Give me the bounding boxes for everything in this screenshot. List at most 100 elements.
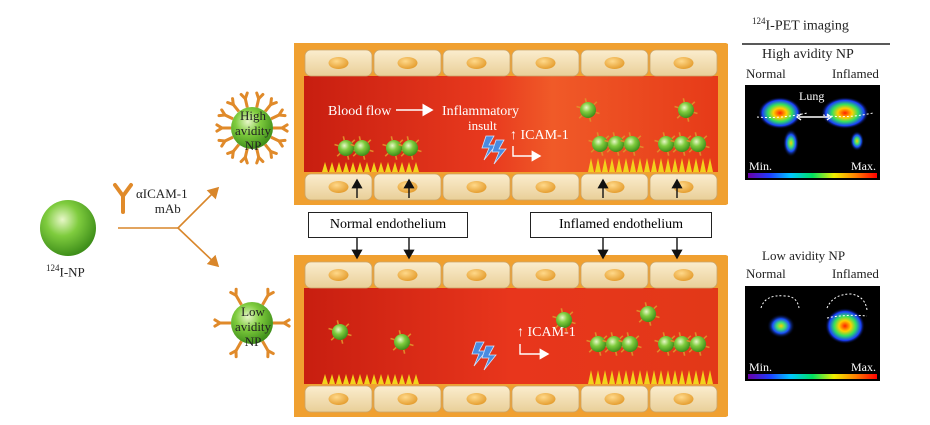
np-antibody xyxy=(618,152,619,156)
pet-high-label: High avidity NP xyxy=(762,47,854,63)
pet-lung-label: Lung xyxy=(799,89,824,104)
bound-nanoparticle xyxy=(674,336,690,352)
pet-image-high: Lung Min. Max. xyxy=(745,85,880,180)
np-antibody xyxy=(632,352,633,356)
np-antibody xyxy=(399,144,403,145)
bound-nanoparticle xyxy=(332,324,348,340)
np-antibody xyxy=(348,156,349,160)
np-antibody xyxy=(706,346,710,347)
np-antibody xyxy=(629,132,630,136)
pet-high-colorbar xyxy=(748,173,877,178)
np-antibody xyxy=(687,340,691,341)
pet-title-text: I-PET imaging xyxy=(766,19,849,34)
bound-nanoparticle xyxy=(608,136,624,152)
antibody-arm xyxy=(228,103,234,105)
np-antibody xyxy=(404,350,405,354)
np-antibody xyxy=(561,308,562,312)
np-antibody xyxy=(668,152,669,156)
np-antibody xyxy=(634,152,635,156)
antibody-arm xyxy=(284,320,289,323)
pet-low-min: Min. xyxy=(749,360,772,375)
np-antibody xyxy=(637,310,641,311)
bound-nanoparticle xyxy=(606,336,622,352)
pet-high-normal: Normal xyxy=(746,66,786,82)
antibody-arm xyxy=(282,125,287,128)
cell-nucleus xyxy=(329,57,349,69)
np-antibody xyxy=(684,152,685,156)
np-antibody xyxy=(595,332,596,336)
high-np-label: High avidity NP xyxy=(232,108,274,153)
np-antibody xyxy=(687,140,691,141)
cell-nucleus xyxy=(398,393,418,405)
np-antibody xyxy=(655,140,659,141)
pet-low-normal: Normal xyxy=(746,266,786,282)
np-antibody xyxy=(407,136,408,140)
antibody-arm xyxy=(271,99,272,105)
np-antibody xyxy=(596,112,600,113)
pet-high-inflamed: Inflamed xyxy=(832,66,879,82)
np-antibody xyxy=(412,156,413,160)
cell-nucleus xyxy=(674,57,694,69)
np-antibody xyxy=(589,140,593,141)
np-antibody xyxy=(663,132,664,136)
cell-nucleus xyxy=(605,181,625,193)
np-antibody xyxy=(671,340,675,341)
bound-nanoparticle xyxy=(354,140,370,156)
low-np-line1: Low xyxy=(232,304,274,319)
np-antibody xyxy=(391,338,395,339)
cell-nucleus xyxy=(467,181,487,193)
bound-nanoparticle xyxy=(590,336,606,352)
high-np-line2: avidity xyxy=(232,123,274,138)
np-antibody xyxy=(602,152,603,156)
icam-bottom-text: ICAM-1 xyxy=(528,325,576,340)
bound-nanoparticle xyxy=(640,306,656,322)
bound-nanoparticle xyxy=(592,136,608,152)
pet-high-min: Min. xyxy=(749,159,772,174)
blood-flow-label: Blood flow xyxy=(328,104,391,120)
np-antibody xyxy=(619,340,623,341)
np-antibody xyxy=(621,140,625,141)
bound-nanoparticle xyxy=(622,336,638,352)
np-antibody xyxy=(688,118,689,122)
np-antibody xyxy=(640,146,644,147)
np-antibody xyxy=(410,344,414,345)
np-antibody xyxy=(683,98,684,102)
source-nanoparticle xyxy=(40,200,96,256)
np-antibody xyxy=(351,144,355,145)
np-antibody xyxy=(668,352,669,356)
bound-nanoparticle xyxy=(386,140,402,156)
vessel-edge xyxy=(294,416,728,417)
antibody-label-line2: mAb xyxy=(148,201,188,216)
bound-nanoparticle xyxy=(674,136,690,152)
np-antibody xyxy=(359,136,360,140)
np-antibody xyxy=(656,316,660,317)
bound-nanoparticle xyxy=(658,336,674,352)
bound-nanoparticle xyxy=(394,334,410,350)
np-antibody xyxy=(343,136,344,140)
np-antibody xyxy=(627,332,628,336)
np-antibody xyxy=(370,150,374,151)
high-np-line3: NP xyxy=(232,138,274,153)
np-antibody xyxy=(706,146,710,147)
np-antibody xyxy=(396,156,397,160)
np-antibody xyxy=(679,132,680,136)
np-antibody xyxy=(587,340,591,341)
cell-nucleus xyxy=(674,393,694,405)
np-antibody xyxy=(695,332,696,336)
np-antibody xyxy=(645,302,646,306)
np-antibody xyxy=(655,340,659,341)
np-antibody xyxy=(348,334,352,335)
np-antibody xyxy=(695,132,696,136)
np-antibody xyxy=(329,328,333,329)
bound-nanoparticle xyxy=(678,102,694,118)
high-np-line1: High xyxy=(232,108,274,123)
cell-nucleus xyxy=(536,393,556,405)
np-antibody xyxy=(616,352,617,356)
antibody-arm xyxy=(241,94,245,98)
np-antibody xyxy=(694,112,698,113)
icam-bottom-label: ↑ ICAM-1 xyxy=(517,325,576,341)
source-np-isotope: 124 xyxy=(46,263,60,273)
np-antibody xyxy=(671,140,675,141)
pet-low-inflamed: Inflamed xyxy=(832,266,879,282)
antibody-arm xyxy=(279,140,285,141)
